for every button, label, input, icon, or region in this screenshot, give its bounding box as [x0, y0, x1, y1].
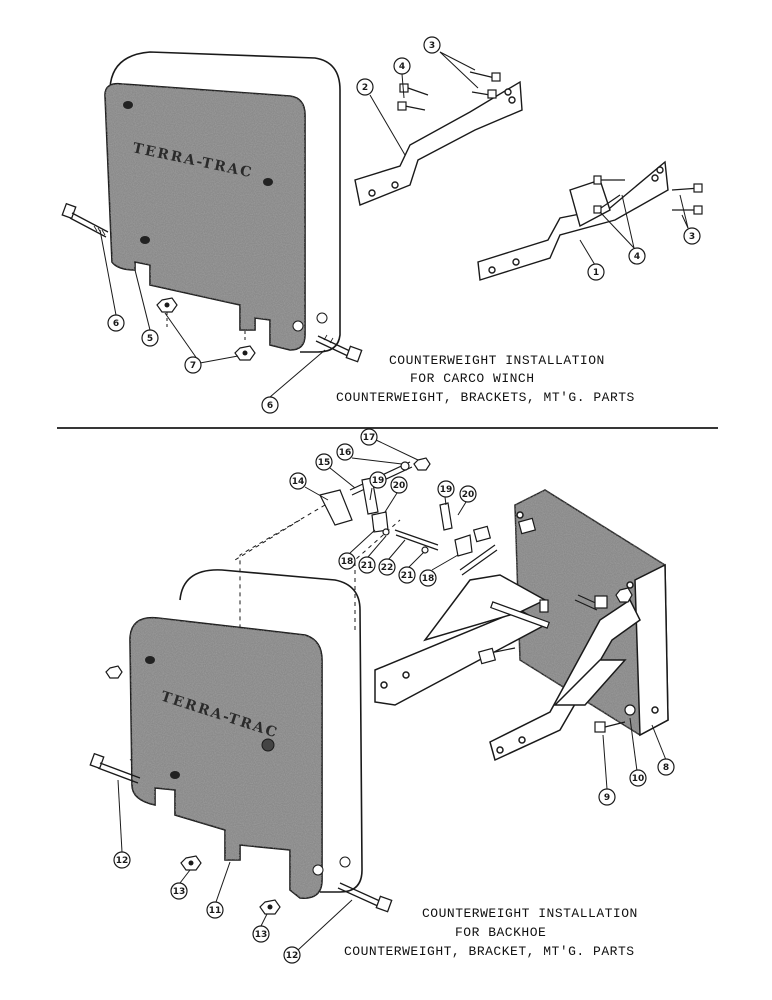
callout-18b: 18 [419, 554, 459, 587]
callout-5: 5 [134, 269, 159, 347]
small-bolts-top [397, 71, 703, 215]
svg-text:21: 21 [401, 571, 414, 581]
svg-text:15: 15 [318, 458, 331, 468]
callout-10: 10 [629, 717, 647, 787]
bracket-1 [477, 160, 669, 281]
callout-3a: 3 [423, 36, 479, 89]
svg-text:7: 7 [190, 361, 196, 371]
callout-12b: 12 [283, 899, 353, 964]
callout-15: 15 [315, 453, 356, 489]
bolt-6-right [315, 334, 363, 363]
callout-4b: 4 [599, 194, 646, 265]
bolt-12-left [89, 752, 141, 784]
svg-text:18: 18 [341, 557, 354, 567]
callout-2: 2 [356, 78, 406, 156]
bottom-caption-line2: FOR BACKHOE [455, 925, 547, 940]
bolt-12-right [337, 882, 393, 913]
callout-21a: 21 [358, 535, 387, 574]
bottom-caption-line3: COUNTERWEIGHT, BRACKET, MT'G. PARTS [344, 944, 635, 959]
svg-text:20: 20 [393, 481, 406, 491]
top-callouts: 1 2 3 3 4 4 5 6 6 7 [99, 36, 701, 414]
svg-text:2: 2 [362, 83, 368, 93]
svg-text:14: 14 [292, 477, 305, 487]
callout-4a: 4 [393, 57, 411, 99]
svg-text:18: 18 [422, 574, 435, 584]
callout-8: 8 [651, 724, 675, 776]
bottom-callouts: 8 9 10 11 12 12 13 13 14 15 16 17 18 18 … [113, 428, 675, 964]
svg-text:16: 16 [339, 448, 352, 458]
callout-22: 22 [378, 539, 406, 576]
callout-13a: 13 [170, 869, 191, 900]
svg-text:5: 5 [147, 334, 153, 344]
svg-text:13: 13 [173, 887, 186, 897]
svg-text:22: 22 [381, 563, 394, 573]
svg-text:3: 3 [429, 41, 435, 51]
callout-14: 14 [289, 472, 329, 501]
callout-21b: 21 [398, 551, 425, 584]
svg-text:8: 8 [663, 763, 669, 773]
top-caption-line3: COUNTERWEIGHT, BRACKETS, MT'G. PARTS [336, 390, 635, 405]
callout-6b: 6 [261, 349, 326, 414]
bottom-counterweight: TERRA-TRAC [89, 569, 393, 915]
bracket-8 [374, 489, 669, 762]
callout-19a: 19 [369, 471, 387, 501]
callout-9: 9 [598, 734, 616, 806]
svg-text:9: 9 [604, 793, 610, 803]
callout-1: 1 [579, 239, 605, 281]
bottom-caption-line1: COUNTERWEIGHT INSTALLATION [422, 906, 638, 921]
callout-16: 16 [336, 443, 403, 465]
svg-text:12: 12 [116, 856, 129, 866]
svg-text:6: 6 [267, 401, 273, 411]
callout-20b: 20 [457, 485, 477, 516]
svg-text:3: 3 [689, 232, 695, 242]
svg-text:4: 4 [399, 62, 405, 72]
svg-text:6: 6 [113, 319, 119, 329]
bolt-6-left [61, 202, 109, 238]
callout-17: 17 [360, 428, 419, 461]
svg-text:19: 19 [440, 485, 453, 495]
callout-12a: 12 [113, 779, 131, 869]
svg-text:19: 19 [372, 476, 385, 486]
svg-text:21: 21 [361, 561, 374, 571]
callout-11: 11 [206, 861, 231, 919]
callout-7a: 7 [164, 312, 239, 374]
callout-19b: 19 [437, 480, 455, 506]
svg-text:13: 13 [255, 930, 268, 940]
bracket-2 [354, 80, 523, 206]
svg-text:20: 20 [462, 490, 475, 500]
svg-text:17: 17 [363, 433, 376, 443]
top-counterweight: TERRA-TRAC [61, 51, 363, 363]
svg-text:11: 11 [209, 906, 222, 916]
svg-text:4: 4 [634, 252, 640, 262]
top-caption-line1: COUNTERWEIGHT INSTALLATION [389, 353, 605, 368]
svg-text:10: 10 [632, 774, 645, 784]
bottom-hardware [319, 457, 636, 733]
callout-13b: 13 [252, 913, 270, 943]
callout-6a: 6 [99, 229, 125, 332]
callout-20a: 20 [384, 476, 408, 513]
callout-3b: 3 [679, 194, 701, 245]
callout-18a: 18 [338, 529, 376, 570]
top-caption-line2: FOR CARCO WINCH [410, 371, 535, 386]
svg-text:1: 1 [593, 268, 599, 278]
svg-text:12: 12 [286, 951, 299, 961]
